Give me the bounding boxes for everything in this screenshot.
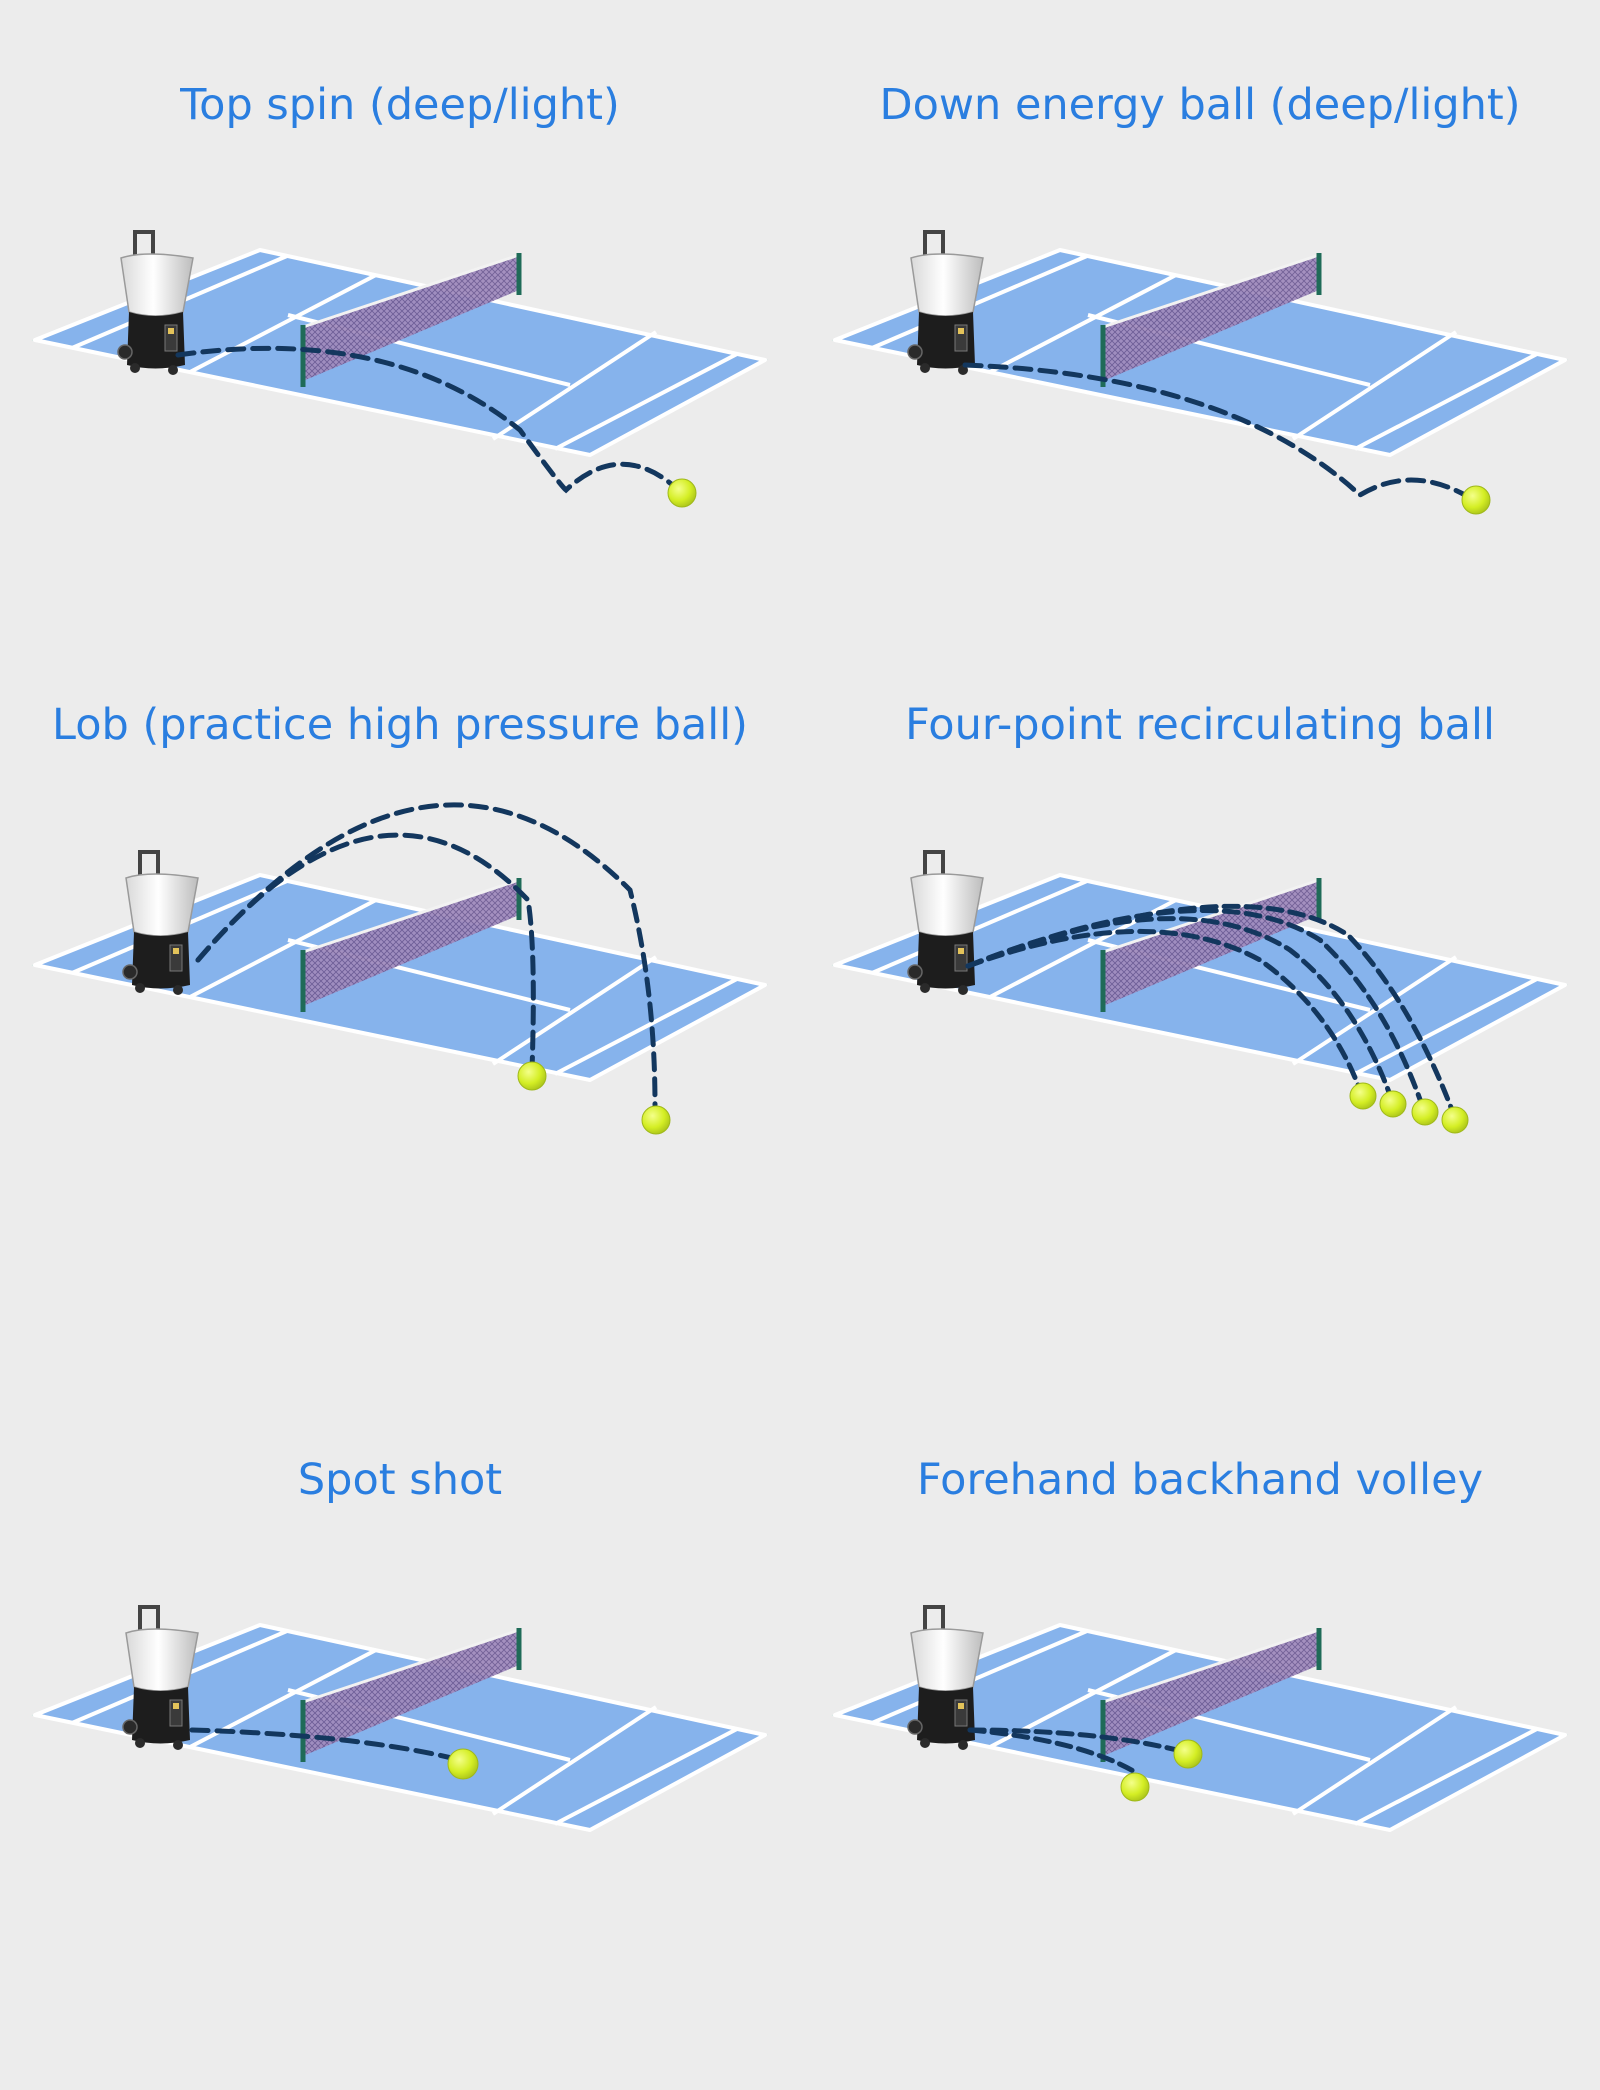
drill-panel-topspin: Top spin (deep/light) [0,0,800,690]
tennis-court [831,248,1568,457]
tennis-net [1100,1628,1322,1762]
tennis-ball-icon [667,478,697,508]
tennis-net [300,878,522,1012]
ball-trajectory [175,345,678,494]
court-scene [831,850,1568,1134]
tennis-ball-icon [641,1105,671,1135]
drill-panel-downenergy: Down energy ball (deep/light) [800,0,1600,690]
tennis-ball-icon [1173,1739,1203,1769]
tennis-net [300,253,522,387]
tennis-net [1100,253,1322,387]
court-scene [31,1605,768,1832]
ball-trajectory [965,929,1363,1093]
tennis-ball-icon [1411,1098,1439,1126]
panel-title: Down energy ball (deep/light) [879,80,1521,130]
panel-title: Spot shot [297,1455,503,1505]
tennis-ball-icon [1120,1772,1150,1802]
tennis-ball-icon [1349,1082,1377,1110]
ball-trajectory [189,1727,463,1763]
panel-title: Forehand backhand volley [916,1455,1484,1505]
ball-machine-icon [907,850,984,995]
panel-title: Lob (practice high pressure ball) [52,700,748,750]
panel-title: Top spin (deep/light) [180,80,620,130]
tennis-ball-icon [1379,1090,1407,1118]
tennis-net [300,1628,522,1762]
tennis-ball-icon [447,1748,479,1780]
ball-trajectory [195,802,658,1108]
tennis-ball-icon [1461,485,1491,515]
ball-trajectory [965,908,1425,1108]
ball-trajectory [967,1727,1188,1755]
drill-panel-spot: Spot shot [0,1380,800,2070]
ball-machine-icon [122,1605,199,1750]
ball-trajectory [967,1727,1138,1775]
drill-panel-volley: Forehand backhand volley [800,1380,1600,2070]
ball-trajectory [962,362,1468,499]
court-scene [831,230,1568,515]
court-scene [831,1605,1568,1832]
court-scene [31,802,768,1135]
panel-title: Four-point recirculating ball [905,700,1495,750]
ball-machine-icon [907,1605,984,1750]
tennis-court [831,1623,1568,1832]
ball-trajectory [965,903,1455,1113]
ball-machine-icon [907,230,984,375]
ball-machine-icon [117,230,194,375]
drill-panel-fourpoint: Four-point recirculating ball [800,690,1600,1380]
ball-machine-icon [122,850,199,995]
drill-panel-lob: Lob (practice high pressure ball) [0,690,800,1380]
tennis-ball-icon [1441,1106,1469,1134]
tennis-ball-icon [517,1061,547,1091]
court-scene [31,230,768,508]
